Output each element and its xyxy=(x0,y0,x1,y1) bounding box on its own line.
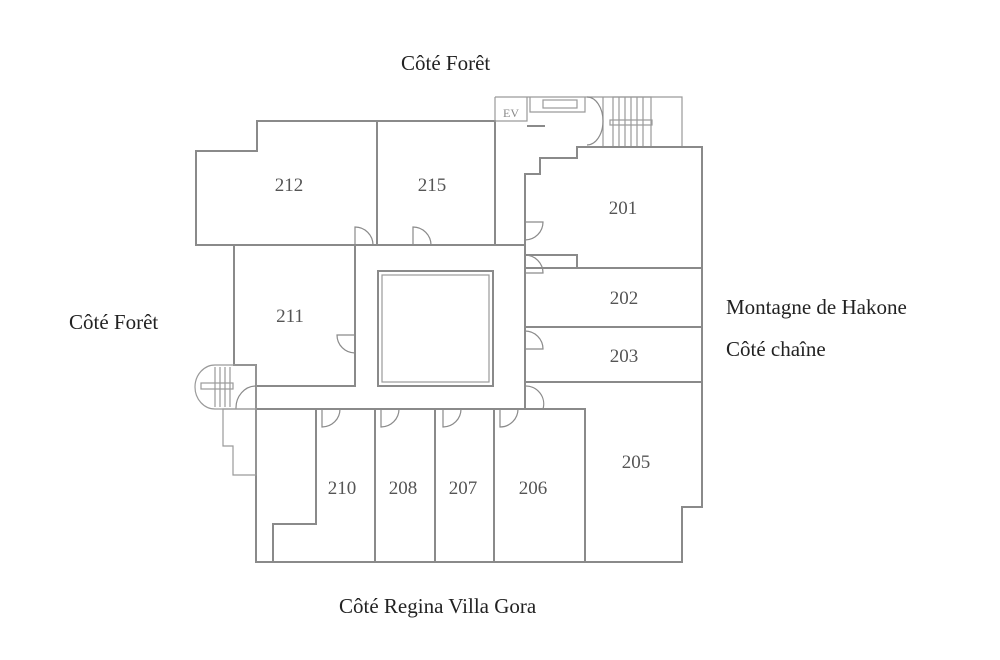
room-number-215: 215 xyxy=(418,175,447,196)
room-number-210: 210 xyxy=(328,478,357,499)
elevator-block xyxy=(494,96,683,148)
room-number-208: 208 xyxy=(389,478,418,499)
door-stair-top xyxy=(586,96,604,146)
room-number-212: 212 xyxy=(275,175,304,196)
room-number-201: 201 xyxy=(609,198,638,219)
west-annex xyxy=(222,408,257,476)
room-west-block xyxy=(255,408,317,563)
atrium xyxy=(377,270,494,387)
label-right-montagne: Montagne de Hakone xyxy=(726,295,907,319)
stairs-west xyxy=(194,364,257,410)
elevator-label: EV xyxy=(503,106,519,120)
label-right-cote-chaine: Côté chaîne xyxy=(726,337,826,361)
corridor-outline xyxy=(255,244,526,410)
room-number-202: 202 xyxy=(610,288,639,309)
room-number-207: 207 xyxy=(449,478,478,499)
door-swings xyxy=(321,221,545,428)
room-number-203: 203 xyxy=(610,346,639,367)
label-top-cote-foret: Côté Forêt xyxy=(401,51,491,75)
elevator-inner xyxy=(542,99,578,109)
room-number-211: 211 xyxy=(276,306,304,327)
room-210-area[interactable] xyxy=(272,408,376,563)
label-left-cote-foret: Côté Forêt xyxy=(69,310,159,334)
atrium-inner xyxy=(381,274,490,383)
stairs-top xyxy=(609,96,653,148)
label-bottom-regina: Côté Regina Villa Gora xyxy=(339,594,537,618)
room-number-205: 205 xyxy=(622,452,651,473)
room-number-206: 206 xyxy=(519,478,548,499)
